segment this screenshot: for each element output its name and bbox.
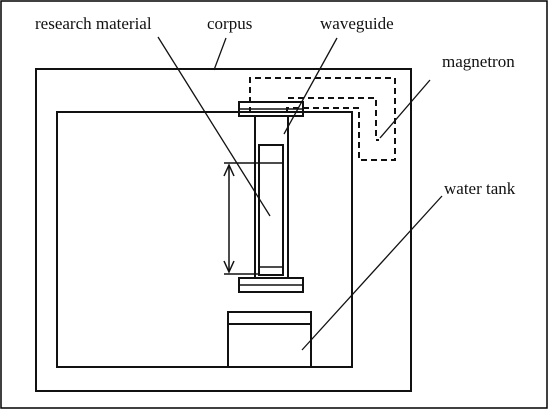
label-water-tank: water tank: [444, 179, 516, 198]
dimension-arrow-bottom: [223, 260, 235, 274]
leader-corpus: [213, 37, 227, 71]
research-material-sample: [258, 144, 284, 276]
magnetron-inner-outline: [288, 97, 379, 141]
label-waveguide: waveguide: [320, 14, 394, 33]
label-corpus: corpus: [207, 14, 252, 33]
leader-waveguide: [283, 37, 338, 135]
leader-magnetron: [379, 79, 431, 139]
dimension-arrow-top: [223, 163, 235, 177]
leader-water-tank: [301, 195, 443, 351]
label-magnetron: magnetron: [442, 52, 515, 71]
label-research-material: research material: [35, 14, 152, 33]
leader-research-material: [157, 36, 271, 217]
